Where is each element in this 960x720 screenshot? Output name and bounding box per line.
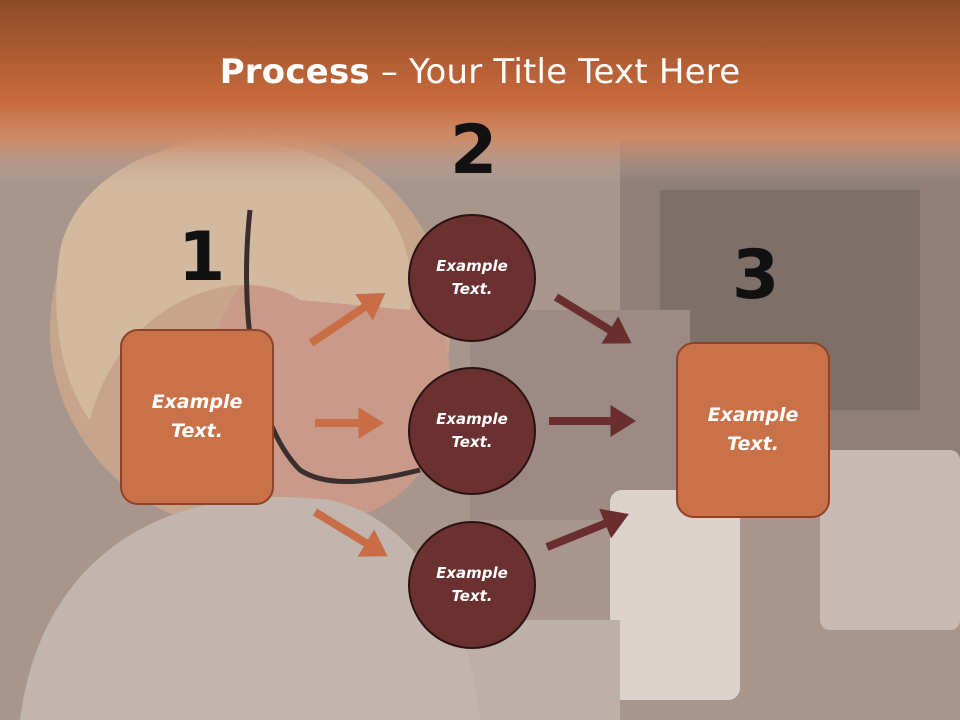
step-1-number: 1 bbox=[178, 218, 226, 297]
arrow-bottom-to-3 bbox=[545, 508, 629, 551]
step-3-number: 3 bbox=[732, 236, 780, 315]
step-1-label: Example Text. bbox=[151, 390, 243, 442]
step-2-circle-bottom: Example Text. bbox=[408, 521, 536, 649]
slide-title: Process – Your Title Text Here bbox=[219, 52, 741, 92]
step-2-label-bottom: Example Text. bbox=[436, 563, 508, 605]
step-3-box: Example Text. bbox=[676, 342, 830, 518]
step-1-box: Example Text. bbox=[120, 329, 274, 505]
step-3-label: Example Text. bbox=[707, 403, 799, 455]
arrow-top-to-3 bbox=[553, 293, 632, 344]
step-2-circle-top: Example Text. bbox=[408, 214, 536, 342]
arrow-1-to-top bbox=[308, 293, 386, 347]
step-2-label-middle: Example Text. bbox=[436, 409, 508, 451]
step-2-number: 2 bbox=[450, 111, 498, 190]
step-2-label-top: Example Text. bbox=[436, 256, 508, 298]
step-2-circle-middle: Example Text. bbox=[408, 367, 536, 495]
arrow-1-to-bottom bbox=[312, 508, 388, 557]
